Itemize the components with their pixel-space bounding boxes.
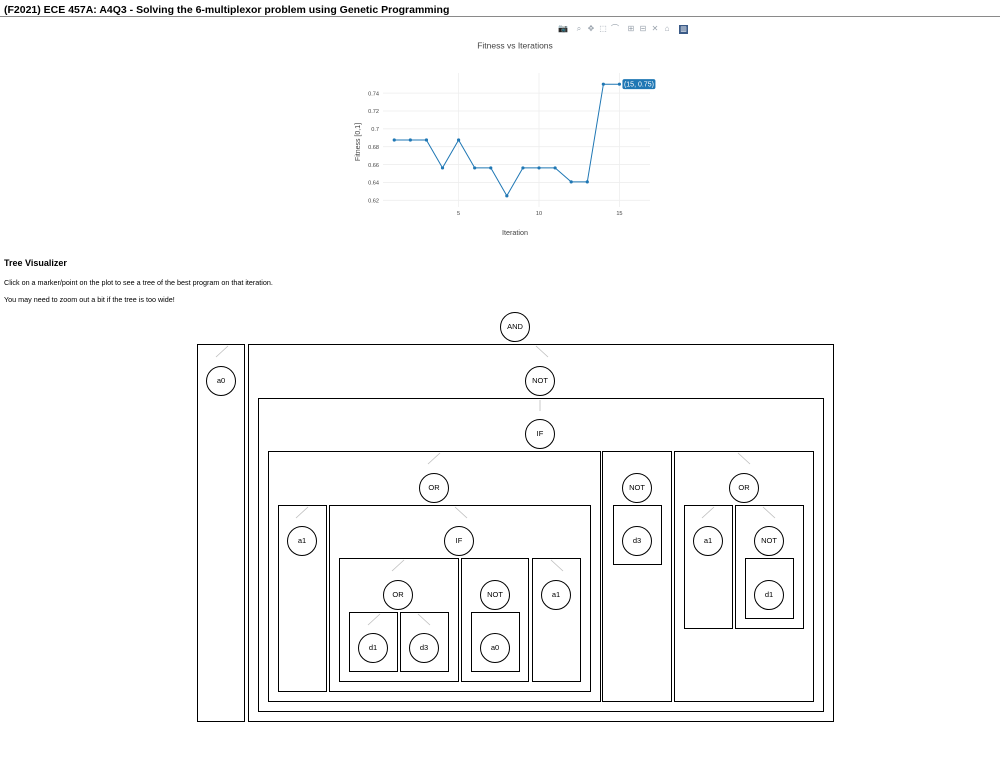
tree-node-d3-right[interactable]: d3 — [622, 526, 652, 556]
edge-or-a1-right — [701, 506, 715, 519]
data-point[interactable] — [585, 180, 589, 184]
subtree-box-a0-inner — [471, 612, 520, 672]
data-point[interactable] — [553, 166, 557, 170]
page-title: (F2021) ECE 457A: A4Q3 - Solving the 6-m… — [4, 4, 450, 16]
tree-node-not-d3[interactable]: NOT — [622, 473, 652, 503]
edge-if-or-right — [737, 452, 751, 465]
tree-node-or-right[interactable]: OR — [729, 473, 759, 503]
edge-or-if — [454, 506, 468, 519]
camera-icon[interactable]: 📷 — [558, 24, 568, 33]
hover-tooltip: (15, 0.75) — [622, 79, 656, 90]
data-point[interactable] — [537, 166, 541, 170]
edge-or-not-right — [762, 506, 776, 519]
tree-node-d1-right[interactable]: d1 — [754, 580, 784, 610]
subtree-box-d3-right — [613, 505, 662, 565]
tree-node-not-inner[interactable]: NOT — [480, 580, 510, 610]
chart-grid — [383, 73, 650, 207]
tree-node-if[interactable]: IF — [525, 419, 555, 449]
autoscale-icon[interactable]: ✕ — [651, 24, 659, 33]
subtree-box-a1-inner — [532, 558, 581, 682]
x-tick-label: 5 — [457, 211, 460, 217]
y-tick-label: 0.74 — [368, 91, 379, 97]
y-tick-label: 0.7 — [371, 127, 379, 133]
tree-node-a1-inner[interactable]: a1 — [541, 580, 571, 610]
tree-node-if-inner[interactable]: IF — [444, 526, 474, 556]
chart-points[interactable] — [392, 82, 622, 198]
data-point[interactable] — [456, 138, 461, 142]
tree-node-a0-inner[interactable]: a0 — [480, 633, 510, 663]
edge-if-a1 — [550, 559, 564, 572]
zoom-icon[interactable]: ⌕ — [576, 24, 582, 33]
lasso-icon[interactable]: ⌒ — [611, 24, 619, 33]
subtree-box-or-inner — [339, 558, 459, 682]
subtree-box-a1 — [278, 505, 327, 692]
subtree-box-not — [248, 344, 834, 722]
edge-and-not — [535, 345, 549, 358]
edge-or-d3 — [417, 613, 431, 626]
chart-title: Fitness vs Iterations — [477, 41, 553, 51]
data-point[interactable] — [424, 138, 429, 142]
data-point[interactable] — [392, 138, 396, 142]
data-point[interactable] — [473, 166, 477, 170]
subtree-box-d1-right — [745, 558, 794, 619]
x-tick-label: 15 — [616, 211, 622, 217]
tree-visualizer-heading: Tree Visualizer — [4, 258, 67, 268]
x-tick-label: 10 — [536, 211, 542, 217]
box-select-icon[interactable]: ⬚ — [599, 24, 607, 33]
y-axis-label: Fitness [0,1] — [355, 123, 362, 161]
x-axis-label: Iteration — [502, 228, 528, 237]
subtree-box-not-d3 — [602, 451, 672, 702]
y-tick-label: 0.62 — [368, 199, 379, 205]
subtree-box-a0 — [197, 344, 245, 722]
data-point[interactable] — [505, 194, 509, 198]
edge-or-d1 — [367, 613, 381, 626]
data-point[interactable] — [440, 166, 445, 170]
data-point[interactable] — [601, 82, 605, 86]
subtree-box-if — [258, 398, 824, 712]
subtree-box-d3 — [400, 612, 449, 672]
plotly-logo-icon[interactable]: ▥ — [679, 25, 688, 34]
tree-node-a1-right[interactable]: a1 — [693, 526, 723, 556]
fitness-chart[interactable]: 0.62 0.64 0.66 0.68 0.7 0.72 0.74 5 10 15 Fitness… — [0, 0, 1000, 250]
tree-node-d3[interactable]: d3 — [409, 633, 439, 663]
hover-label: (15, 0.75) — [624, 82, 654, 89]
data-point[interactable] — [569, 180, 573, 184]
reset-axes-icon[interactable]: ⌂ — [664, 24, 670, 33]
zoom-hint-text: You may need to zoom out a bit if the tr… — [4, 295, 175, 304]
title-divider — [0, 16, 1000, 17]
y-tick-label: 0.68 — [368, 145, 379, 151]
chart-ticks: 0.62 0.64 0.66 0.68 0.7 0.72 0.74 5 10 15 — [368, 91, 622, 217]
subtree-box-or-right — [674, 451, 814, 702]
instruction-text: Click on a marker/point on the plot to s… — [4, 278, 273, 287]
data-point[interactable] — [408, 138, 412, 142]
data-point[interactable] — [489, 166, 493, 170]
subtree-box-or — [268, 451, 601, 702]
subtree-box-a1-right — [684, 505, 733, 629]
subtree-box-d1 — [349, 612, 398, 672]
subtree-box-not-a0 — [461, 558, 529, 682]
pan-icon[interactable]: ✥ — [587, 24, 595, 33]
y-tick-label: 0.66 — [368, 163, 379, 169]
edge-and-a0 — [215, 345, 229, 358]
edge-if-or-inner — [391, 559, 405, 572]
tree-node-or[interactable]: OR — [419, 473, 449, 503]
edge-if-or — [427, 452, 441, 465]
tree-node-d1[interactable]: d1 — [358, 633, 388, 663]
y-tick-label: 0.64 — [368, 181, 379, 187]
tree-node-and[interactable]: AND — [500, 312, 530, 342]
zoom-in-icon[interactable]: ⊞ — [627, 24, 635, 33]
tree-node-not-right[interactable]: NOT — [754, 526, 784, 556]
tree-node-a0[interactable]: a0 — [206, 366, 236, 396]
tree-node-not[interactable]: NOT — [525, 366, 555, 396]
tree-node-a1[interactable]: a1 — [287, 526, 317, 556]
edge-or-a1 — [295, 506, 309, 519]
tree-node-or-inner[interactable]: OR — [383, 580, 413, 610]
subtree-box-not-d1 — [735, 505, 804, 629]
data-point[interactable] — [521, 166, 525, 170]
subtree-box-if-inner — [329, 505, 591, 692]
zoom-out-icon[interactable]: ⊟ — [639, 24, 647, 33]
data-point[interactable] — [617, 82, 622, 86]
y-tick-label: 0.72 — [368, 109, 379, 115]
